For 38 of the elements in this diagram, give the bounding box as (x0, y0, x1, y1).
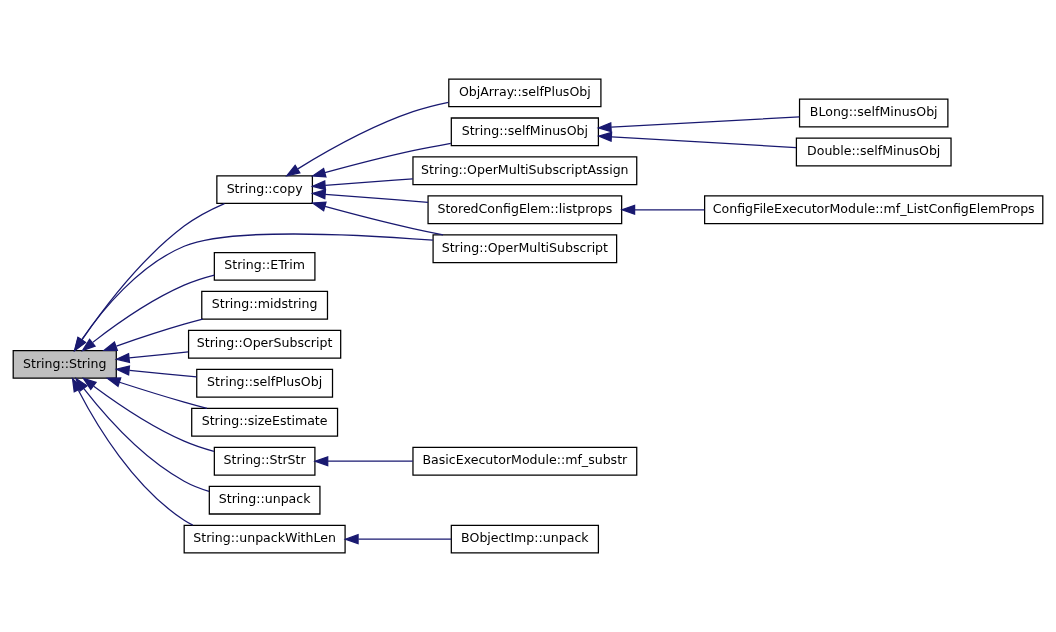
node-box: String::selfPlusObj (196, 368, 334, 398)
arrow (343, 533, 452, 545)
arrow (73, 202, 226, 353)
arrow (105, 377, 208, 409)
node-box: ConfigFileExecutorModule::mf_ListConfigElemProps (704, 195, 1044, 225)
node-box: String::midstring (201, 290, 329, 320)
node-box: String::ETrim (213, 251, 316, 281)
arrow (620, 204, 705, 216)
node-box: BObjectImp::unpack (450, 524, 600, 554)
arrow (285, 101, 450, 177)
node-box: BLong::selfMinusObj (798, 98, 949, 128)
node-box: String::sizeEstimate (191, 407, 339, 437)
arrow (73, 233, 434, 352)
arrow (81, 377, 215, 452)
arrow (310, 142, 452, 178)
node-box: String::String (12, 349, 117, 379)
arrow (114, 365, 198, 378)
node-box: String::OperMultiSubscriptAssign (412, 156, 638, 186)
arrow (313, 455, 414, 467)
arrow (310, 189, 429, 203)
arrow (596, 131, 797, 149)
arrow (114, 351, 189, 364)
node-box: String::selfMinusObj (450, 117, 600, 147)
arrow (310, 178, 414, 191)
node-box: String::copy (216, 175, 314, 205)
node-box: StoredConfigElem::listprops (427, 195, 623, 225)
node-box: String::OperMultiSubscript (432, 234, 618, 264)
node-box: ObjArray::selfPlusObj (448, 78, 602, 108)
arrow (310, 201, 444, 236)
arrow (596, 116, 801, 133)
node-box: String::unpackWithLen (183, 524, 346, 554)
node-box: Double::selfMinusObj (795, 137, 952, 167)
node-box: String::unpack (208, 485, 321, 515)
arrow (81, 274, 215, 352)
node-box: String::StrStr (213, 446, 316, 476)
node-box: String::OperSubscript (187, 329, 342, 359)
node-box: BasicExecutorModule::mf_substr (412, 446, 638, 476)
arrow (102, 318, 204, 352)
